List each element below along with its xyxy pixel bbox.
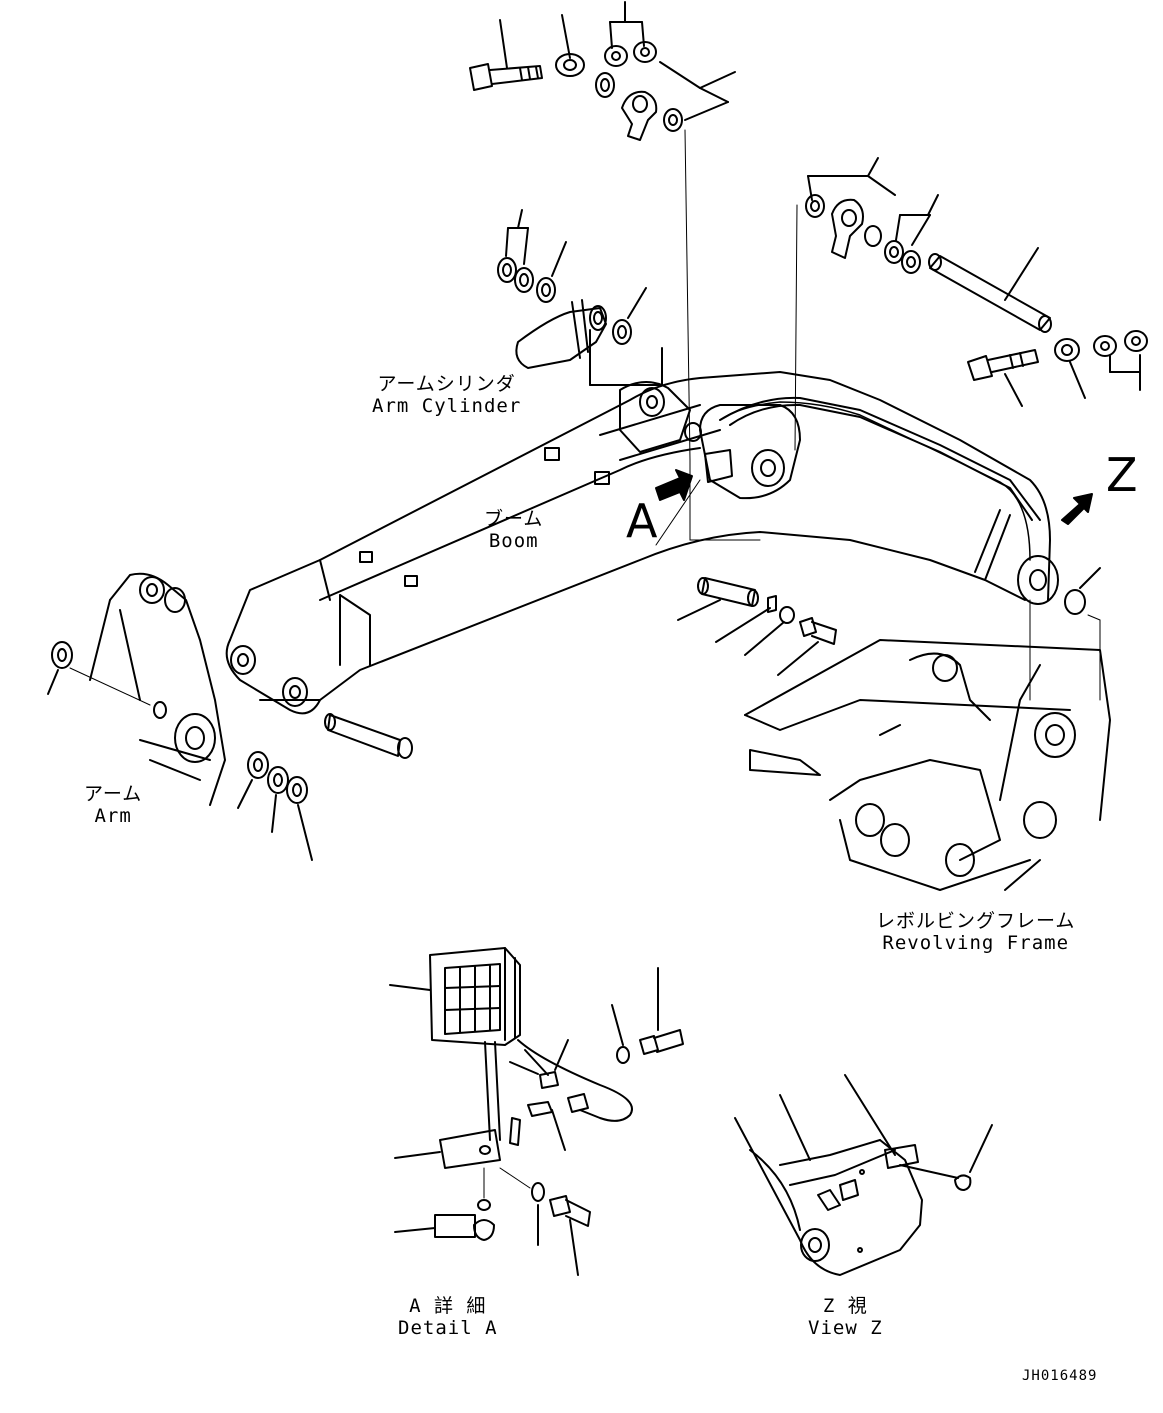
boom-label-en: Boom	[488, 530, 539, 552]
arm-cylinder-hardware	[497, 209, 663, 386]
arm-label-ja: アーム	[84, 783, 143, 805]
boom	[229, 371, 1059, 701]
revolving-frame	[744, 567, 1111, 891]
view-z-label-en: View Z	[808, 1317, 883, 1339]
boom-pin-hardware	[677, 577, 837, 676]
arm-cylinder-label-ja: アームシリンダ	[377, 373, 516, 395]
bolt-part	[469, 63, 543, 91]
detail-a-label-en: Detail A	[398, 1317, 498, 1339]
boom-label-ja: ブーム	[484, 508, 544, 530]
arm-label-en: Arm	[94, 805, 132, 827]
view-z-drawing	[734, 1074, 993, 1276]
arm-cylinder-label-en: Arm Cylinder	[372, 395, 522, 417]
arm-label: アーム Arm	[84, 783, 142, 827]
top-hardware-group	[469, 1, 736, 461]
revolving-frame-label-ja: レボルビングフレーム	[876, 910, 1076, 932]
boom-label: ブーム Boom	[484, 508, 543, 552]
pin-part	[928, 253, 1052, 333]
revolving-frame-label-en: Revolving Frame	[882, 932, 1070, 954]
view-marker-a: A	[626, 494, 658, 548]
view-marker-z: Z	[1106, 448, 1138, 502]
view-arrow-a	[655, 469, 693, 501]
detail-a-label: A 詳 細 Detail A	[398, 1295, 498, 1339]
arm-cylinder-label: アームシリンダ Arm Cylinder	[372, 373, 521, 417]
detail-a-drawing	[389, 947, 684, 1276]
view-z-label-ja: Z 視	[822, 1295, 868, 1317]
view-arrow-z	[1061, 493, 1093, 525]
revolving-frame-label: レボルビングフレーム Revolving Frame	[876, 910, 1075, 954]
detail-a-label-ja: A 詳 細	[409, 1295, 487, 1317]
right-hardware-group	[794, 157, 1148, 451]
arm	[47, 572, 413, 861]
view-z-label: Z 視 View Z	[808, 1295, 883, 1339]
drawing-number: JH016489	[1022, 1368, 1098, 1384]
